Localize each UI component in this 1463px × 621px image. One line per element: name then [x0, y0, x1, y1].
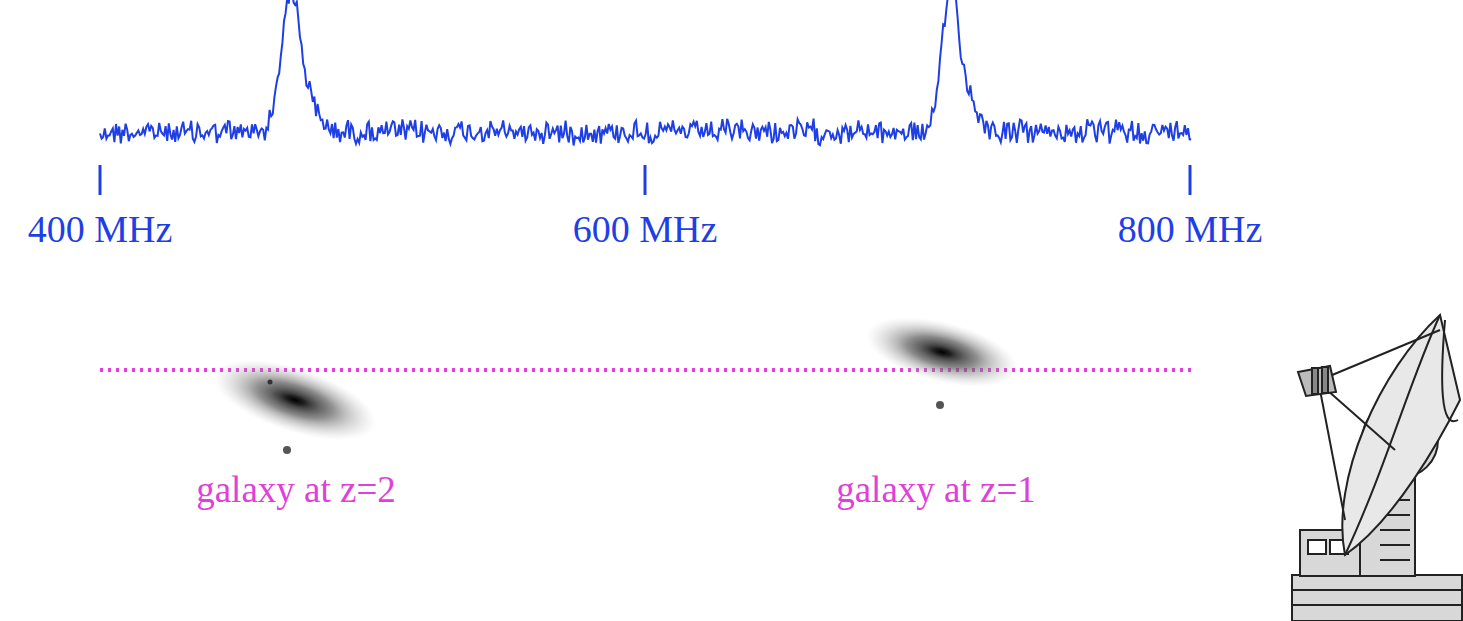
frequency-label: 600 MHz — [573, 210, 718, 248]
star-dot — [268, 380, 273, 385]
galaxy-z2 — [204, 343, 385, 456]
galaxy-label: galaxy at z=2 — [196, 471, 396, 508]
galaxy-label: galaxy at z=1 — [836, 471, 1036, 508]
frequency-label: 800 MHz — [1118, 210, 1263, 248]
frequency-ticks — [100, 165, 1190, 195]
companion-dot — [936, 401, 944, 409]
galaxy-z1 — [859, 304, 1025, 400]
spectrum — [100, 0, 1191, 146]
companion-dot — [283, 446, 291, 454]
frequency-label: 400 MHz — [28, 210, 173, 248]
spectrum-trace — [100, 0, 1191, 146]
radio-telescope — [1292, 315, 1462, 621]
